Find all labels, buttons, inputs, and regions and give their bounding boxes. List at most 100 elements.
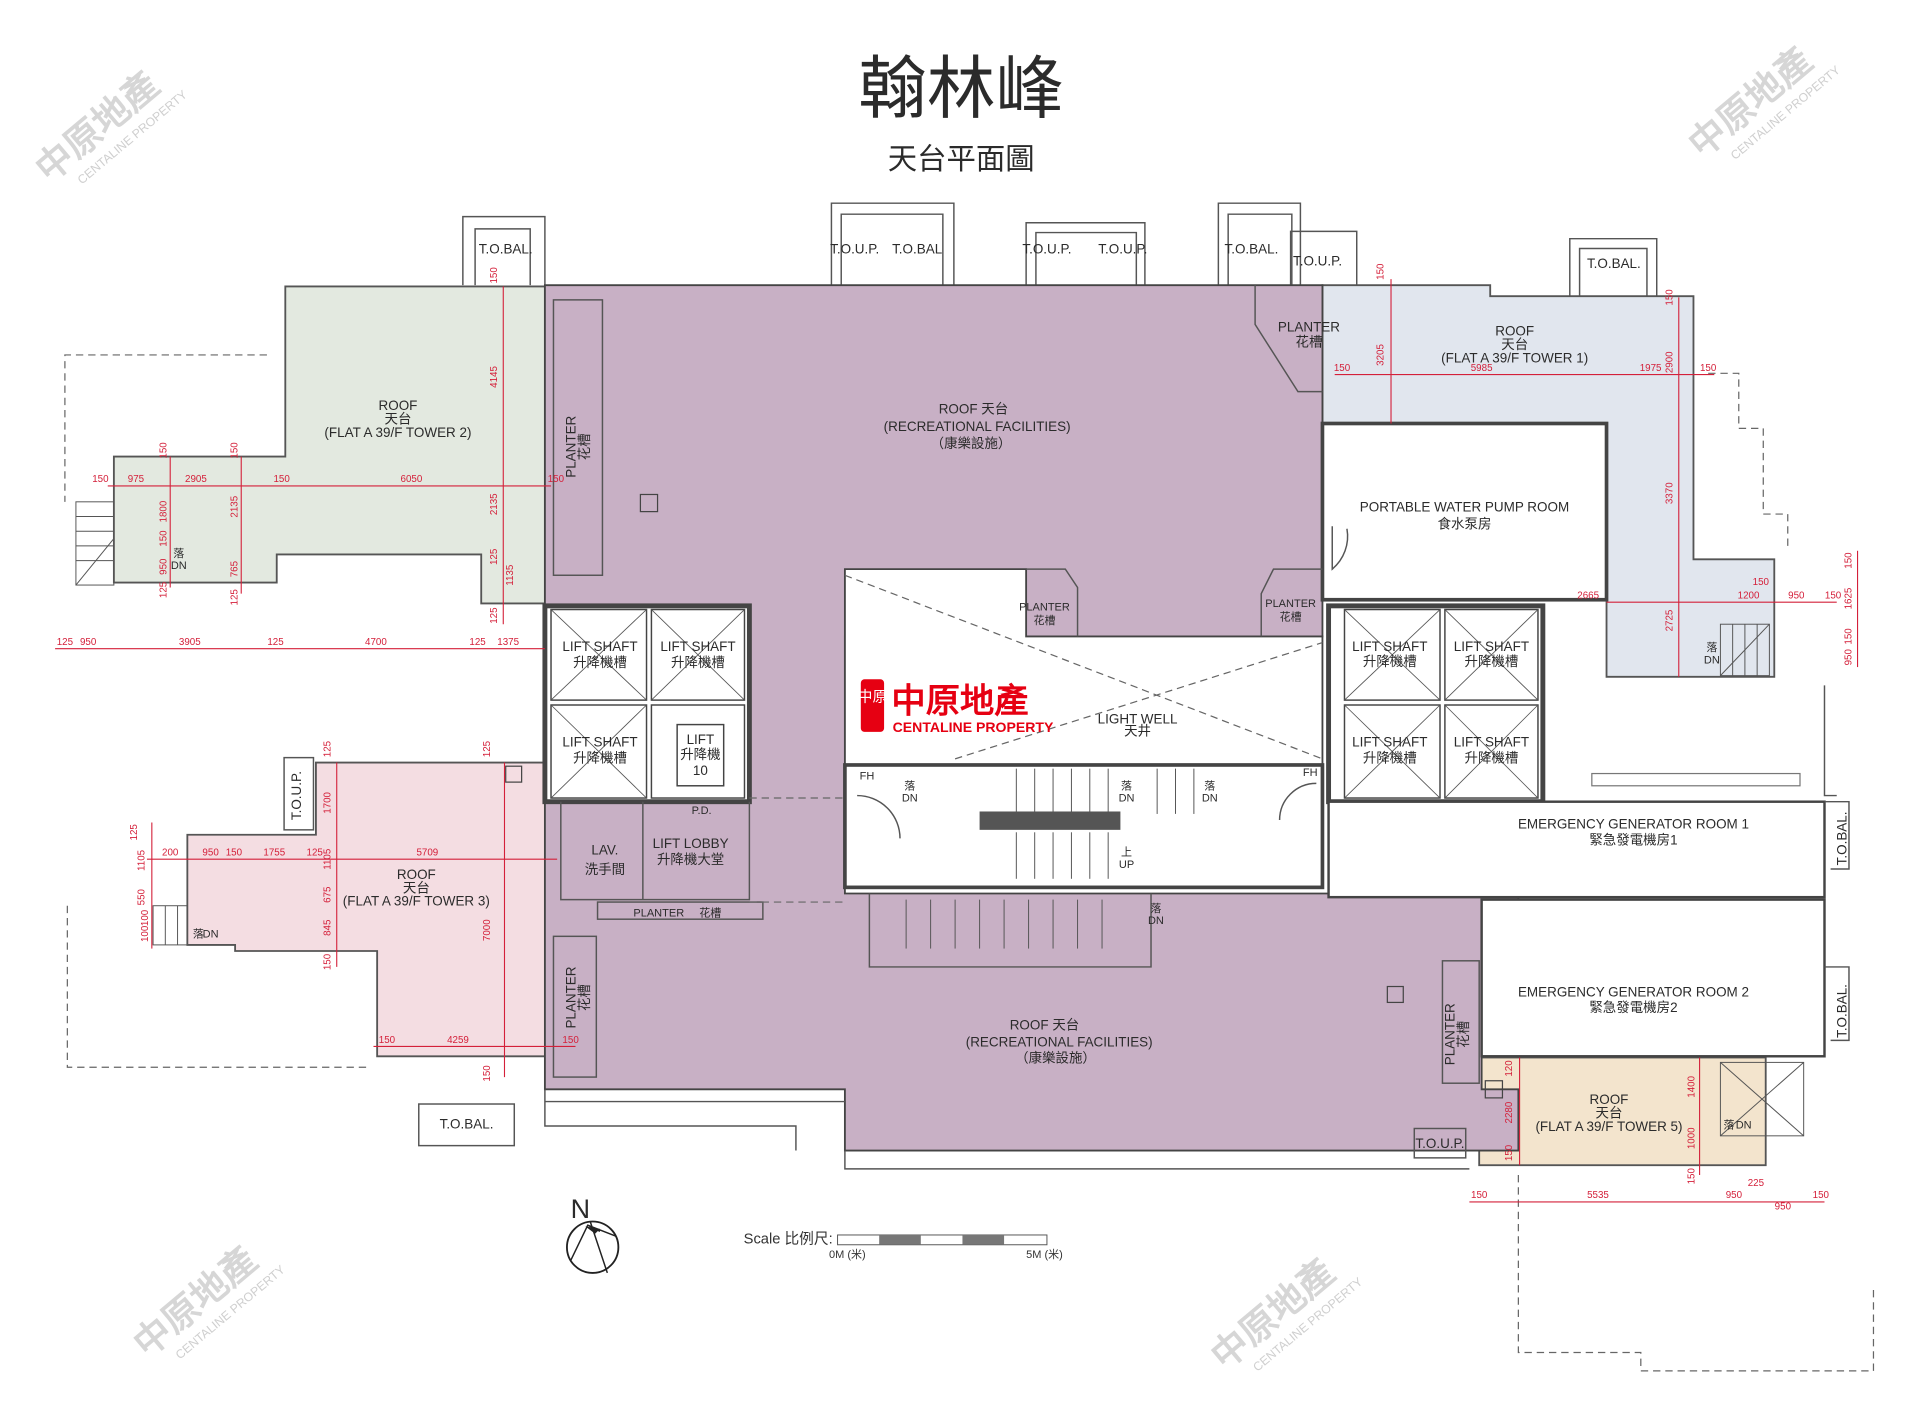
svg-text:緊急發電機房2: 緊急發電機房2 xyxy=(1589,1000,1677,1015)
dimension-label: 5985 xyxy=(1471,363,1493,374)
dimension-label: 1105 xyxy=(323,848,334,870)
dimension-label: 3370 xyxy=(1665,482,1676,504)
svg-text:DN: DN xyxy=(902,793,918,805)
svg-text:(FLAT A 39/F TOWER 5): (FLAT A 39/F TOWER 5) xyxy=(1535,1119,1682,1134)
svg-text:(RECREATIONAL FACILITIES): (RECREATIONAL FACILITIES) xyxy=(884,419,1071,434)
svg-text:升降機槽: 升降機槽 xyxy=(1465,751,1519,766)
dimension-label: 950 xyxy=(80,637,97,648)
light-well-diagonal xyxy=(954,641,1323,760)
tower1-stair xyxy=(1719,623,1770,677)
stair-landing xyxy=(979,811,1121,830)
svg-text:中原: 中原 xyxy=(858,688,887,705)
svg-text:中原地產: 中原地產 xyxy=(891,681,1028,720)
svg-text:升降機槽: 升降機槽 xyxy=(1363,654,1417,669)
svg-text:花槽: 花槽 xyxy=(1456,1021,1471,1048)
stair-well-west xyxy=(868,893,1152,968)
dimension-label: 1105 xyxy=(136,849,147,871)
dimension-label: 150 xyxy=(548,474,565,485)
dimension-label: 150 xyxy=(489,267,500,284)
roof-hatch xyxy=(1484,1080,1504,1099)
svg-text:ROOF 天台: ROOF 天台 xyxy=(1010,1017,1080,1032)
planter-lobby xyxy=(596,901,764,920)
svg-text:天台: 天台 xyxy=(1501,337,1528,352)
svg-text:花槽: 花槽 xyxy=(1296,334,1323,349)
generator-equipment xyxy=(1591,772,1801,787)
svg-text:PLANTER: PLANTER xyxy=(1265,598,1316,610)
dimension-label: 2665 xyxy=(1577,591,1599,602)
svg-text:落: 落 xyxy=(173,547,184,560)
planter-north-east xyxy=(1254,285,1323,393)
dashed-outline-east xyxy=(1708,372,1789,551)
t-o-u-p-box xyxy=(283,756,315,831)
north-arrow: N xyxy=(566,1194,620,1274)
roof-tower5-area xyxy=(1478,1056,1767,1167)
svg-text:落: 落 xyxy=(1723,1118,1734,1131)
dimension-label: 150 xyxy=(1504,1144,1515,1161)
svg-text:PORTABLE WATER PUMP ROOM: PORTABLE WATER PUMP ROOM xyxy=(1360,500,1569,515)
svg-text:洗手間: 洗手間 xyxy=(585,862,625,877)
label-t-o-bal: T.O.BAL. xyxy=(1225,241,1279,256)
svg-text:（康樂設施）: （康樂設施） xyxy=(931,435,1012,451)
svg-text:FH: FH xyxy=(860,771,875,783)
dimension-label: 4145 xyxy=(489,366,500,388)
svg-text:DN: DN xyxy=(1119,793,1135,805)
tower3-stair xyxy=(152,905,188,946)
planter-light-well-2 xyxy=(1260,568,1323,637)
label-t-o-bal: T.O.BAL. xyxy=(479,241,533,256)
dimension-label: 1625 xyxy=(1843,587,1854,609)
tower2-stair xyxy=(75,501,115,586)
label-t-o-bal: T.O.BAL. xyxy=(1587,256,1641,271)
label-t-o-bal: T.O.BAL xyxy=(892,241,943,256)
label-light-well: LIGHT WELL 天井 xyxy=(1098,711,1178,738)
svg-text:落: 落 xyxy=(1706,641,1717,654)
svg-text:LIFT SHAFT: LIFT SHAFT xyxy=(1352,735,1427,750)
dimension-label: 125 xyxy=(323,740,334,757)
centaline-logo: 中原 中原地產 CENTALINE PROPERTY xyxy=(858,679,1054,735)
label-roof-recreational-north: ROOF 天台 (RECREATIONAL FACILITIES) （康樂設施） xyxy=(884,402,1071,451)
svg-text:落: 落 xyxy=(193,928,204,941)
dimension-label: 150 xyxy=(1687,1168,1698,1185)
svg-text:LIFT: LIFT xyxy=(687,732,715,747)
svg-text:ROOF: ROOF xyxy=(1495,323,1534,338)
svg-text:PLANTER: PLANTER xyxy=(633,908,684,920)
dimension-label: 150 xyxy=(159,442,170,459)
svg-text:升降機槽: 升降機槽 xyxy=(1465,654,1519,669)
svg-text:（康樂設施）: （康樂設施） xyxy=(1015,1049,1096,1065)
dimension-label: 5535 xyxy=(1587,1190,1609,1201)
dimension-label: 125 xyxy=(489,548,500,565)
label-roof-tower2: ROOF 天台 (FLAT A 39/F TOWER 2) xyxy=(324,398,471,440)
svg-text:升降機槽: 升降機槽 xyxy=(671,655,725,670)
svg-text:EMERGENCY GENERATOR ROOM 1: EMERGENCY GENERATOR ROOM 1 xyxy=(1518,817,1749,832)
label-t-o-u-p: T.O.U.P. xyxy=(830,241,879,256)
dimension-label: 125 xyxy=(469,637,486,648)
dimension-label: 765 xyxy=(230,560,241,577)
svg-text:LIFT SHAFT: LIFT SHAFT xyxy=(562,639,637,654)
svg-text:DN: DN xyxy=(171,560,187,572)
svg-text:上: 上 xyxy=(1121,846,1132,859)
svg-text:LIGHT WELL: LIGHT WELL xyxy=(1098,711,1178,726)
dimension-label: 150 xyxy=(226,848,243,859)
svg-text:天台: 天台 xyxy=(385,411,412,426)
svg-text:T.O.BAL.: T.O.BAL. xyxy=(440,1116,494,1131)
dimension-label: 125 xyxy=(159,581,170,598)
label-generator-room-1: EMERGENCY GENERATOR ROOM 1 緊急發電機房1 xyxy=(1518,817,1749,848)
dimension-label: 125 xyxy=(307,848,324,859)
dimension-label: 2905 xyxy=(185,474,207,485)
dimension-label: 150 xyxy=(323,953,334,970)
dimension-label: 2900 xyxy=(1665,351,1676,373)
t-o-u-p-box xyxy=(1413,1127,1467,1159)
t-o-bal-box xyxy=(418,1103,516,1147)
dimension-label: 3905 xyxy=(179,637,201,648)
lift-shafts-east xyxy=(1326,603,1546,805)
dimension-label: 150 xyxy=(1665,289,1676,306)
dimension-label: 550 xyxy=(136,888,147,905)
dimension-label: 3205 xyxy=(1376,344,1387,366)
svg-text:落: 落 xyxy=(1150,902,1161,915)
dimension-label: 2280 xyxy=(1504,1101,1515,1123)
dimension-label: 950 xyxy=(1726,1190,1743,1201)
dimension-label: 150 xyxy=(1471,1190,1488,1201)
dimension-label: 975 xyxy=(128,474,145,485)
dimension-label: 150 xyxy=(159,530,170,547)
svg-text:ROOF: ROOF xyxy=(397,867,436,882)
